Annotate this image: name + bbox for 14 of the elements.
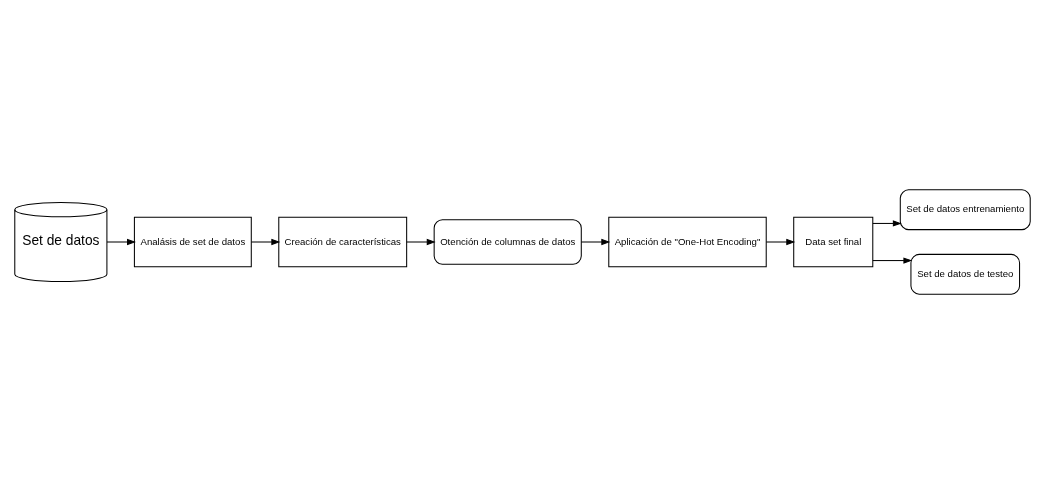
arrow bbox=[106, 238, 136, 246]
arrow bbox=[872, 220, 902, 227]
arrow bbox=[765, 238, 796, 246]
node-box: Aplicación de "One-Hot Encoding" bbox=[608, 216, 767, 268]
arrow bbox=[406, 238, 436, 246]
node-box: Set de datos entrenamiento bbox=[899, 189, 1031, 231]
node-box: Analásis de set de datos bbox=[133, 216, 252, 268]
arrow bbox=[580, 238, 611, 246]
node-box: Otención de columnas de datos bbox=[433, 219, 582, 265]
arrow bbox=[872, 257, 913, 264]
arrow bbox=[250, 238, 281, 246]
node-box: Set de datos de testeo bbox=[910, 253, 1021, 295]
node-box: Creación de características bbox=[278, 216, 408, 268]
node-box: Data set final bbox=[793, 216, 874, 268]
